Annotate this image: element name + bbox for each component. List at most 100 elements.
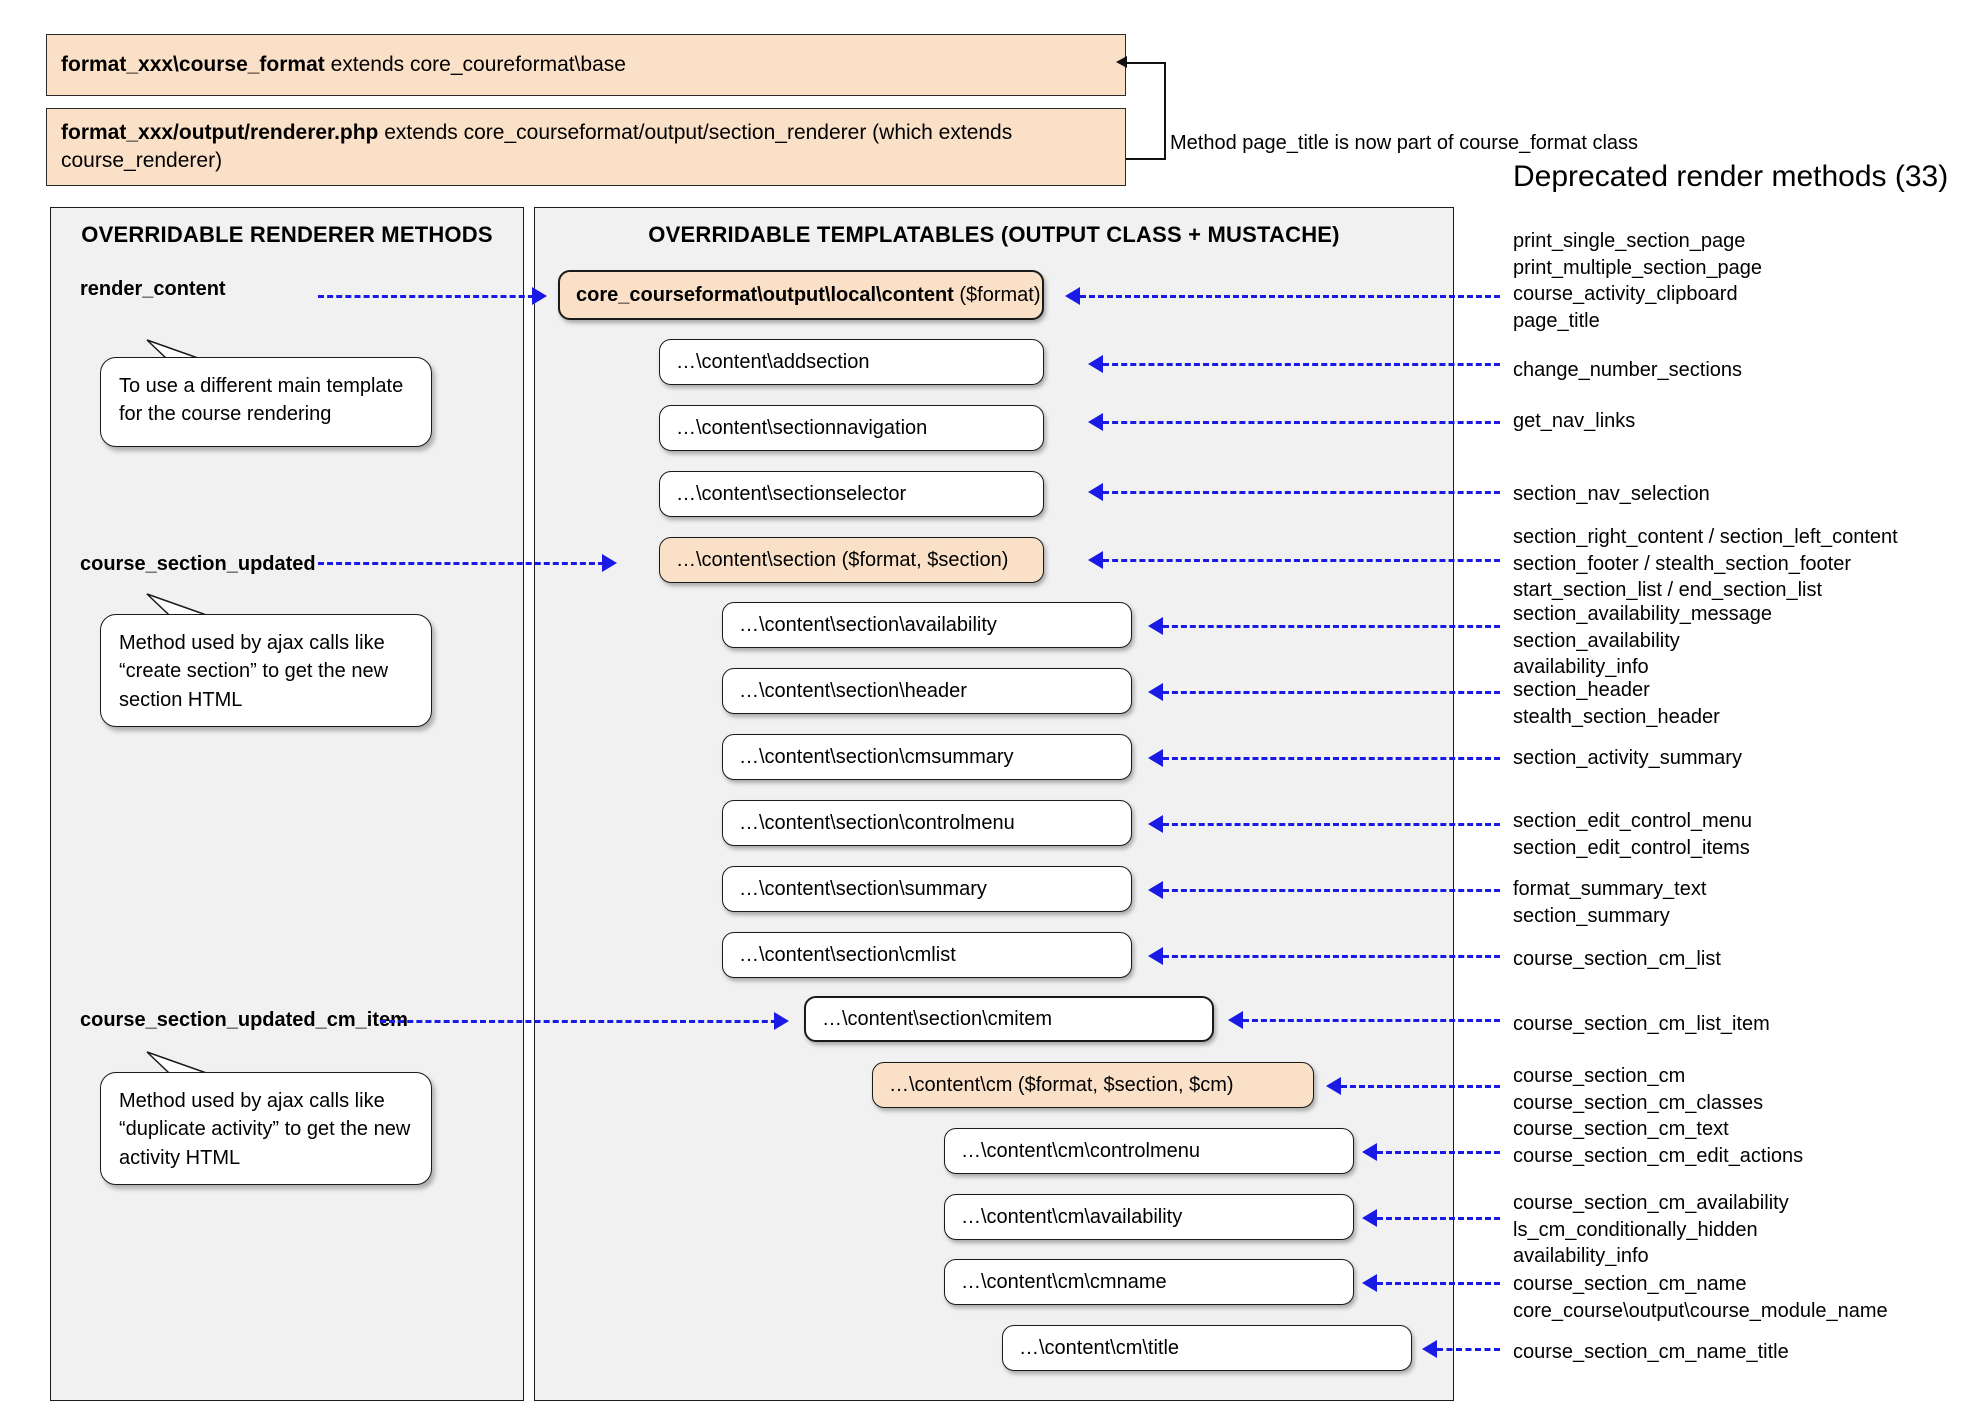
templatable-node-sectionselector[interactable]: …\content\sectionselector <box>659 471 1044 517</box>
deprecated-group-11: course_section_cm_list_item <box>1513 1011 1770 1038</box>
templatable-14-label: …\content\cm\availability <box>961 1205 1183 1228</box>
templatable-5-label: …\content\section\availability <box>739 613 997 636</box>
connector-arrow-cm-icon <box>1326 1077 1341 1095</box>
templatable-node-cm[interactable]: …\content\cm ($format, $section, $cm) <box>872 1062 1314 1108</box>
panel-center-title: OVERRIDABLE TEMPLATABLES (OUTPUT CLASS +… <box>648 222 1340 247</box>
templatable-node-cm-title[interactable]: …\content\cm\title <box>1002 1325 1412 1371</box>
templatable-16-label: …\content\cm\title <box>1019 1336 1180 1359</box>
connector-sectionnavigation <box>1103 421 1500 424</box>
templatable-node-section[interactable]: …\content\section ($format, $section) <box>659 537 1044 583</box>
header-box-1-bold: format_xxx\course_format <box>61 53 325 77</box>
connector-arrow-cm-availability-icon <box>1362 1209 1377 1227</box>
deprecated-group-4: section_right_content / section_left_con… <box>1513 524 1898 604</box>
connector-arrow-content-icon <box>1065 287 1080 305</box>
connector-arrow-section-icon <box>1088 551 1103 569</box>
templatable-node-cm-cmname[interactable]: …\content\cm\cmname <box>944 1259 1354 1305</box>
deprecated-line: format_summary_text <box>1513 878 1707 900</box>
templatable-node-content[interactable]: core_courseformat\output\local\content (… <box>558 270 1044 320</box>
connector-section-availability <box>1163 625 1500 628</box>
connector-arrow-section-cmitem-icon <box>1228 1011 1243 1029</box>
deprecated-line: ls_cm_conditionally_hidden <box>1513 1218 1758 1241</box>
connector-arrow-sectionnavigation-icon <box>1088 413 1103 431</box>
templatable-node-section-controlmenu[interactable]: …\content\section\controlmenu <box>722 800 1132 846</box>
deprecated-line: section_header <box>1513 679 1650 701</box>
deprecated-line: course_section_cm_name <box>1513 1273 1747 1295</box>
connector-cm <box>1341 1085 1500 1088</box>
callout-course-section-updated-cm-item: Method used by ajax calls like “duplicat… <box>100 1072 432 1185</box>
renderer-method-course-section-updated-cm-item[interactable]: course_section_updated_cm_item <box>80 1009 408 1031</box>
deprecated-group-13: course_section_cm_edit_actions <box>1513 1143 1803 1170</box>
templatable-node-section-cmlist[interactable]: …\content\section\cmlist <box>722 932 1132 978</box>
templatable-2-label: …\content\sectionnavigation <box>676 416 928 439</box>
templatable-node-section-cmitem[interactable]: …\content\section\cmitem <box>804 996 1214 1042</box>
templatable-node-section-availability[interactable]: …\content\section\availability <box>722 602 1132 648</box>
templatable-1-label: …\content\addsection <box>676 350 870 373</box>
deprecated-line: section_nav_selection <box>1513 483 1710 505</box>
deprecated-line: change_number_sections <box>1513 359 1743 381</box>
renderer-method-course-section-updated[interactable]: course_section_updated <box>80 553 316 575</box>
templatable-node-section-cmsummary[interactable]: …\content\section\cmsummary <box>722 734 1132 780</box>
connector-arrow-addsection-icon <box>1088 355 1103 373</box>
connector-cm-title <box>1437 1348 1500 1351</box>
deprecated-line: section_edit_control_items <box>1513 836 1750 859</box>
deprecated-line: course_section_cm_list <box>1513 948 1721 970</box>
templatable-4-label: …\content\section ($format, $section) <box>676 548 1009 571</box>
connector-section-cmsummary <box>1163 757 1500 760</box>
connector-course-section-updated-cm-item <box>380 1020 786 1023</box>
connector-cm-controlmenu <box>1377 1151 1500 1154</box>
templatable-7-label: …\content\section\cmsummary <box>739 745 1014 768</box>
header-box-2-rest: extends core_courseformat/output/section… <box>61 121 1013 172</box>
deprecated-line: course_activity_clipboard <box>1513 283 1738 306</box>
deprecated-line: start_section_list / end_section_list <box>1513 579 1823 602</box>
deprecated-line: course_section_cm_availability <box>1513 1192 1789 1214</box>
header-box-2-bold: format_xxx/output/renderer.php <box>61 121 379 144</box>
templatable-6-label: …\content\section\header <box>739 679 967 702</box>
connector-arrow-section-controlmenu-icon <box>1148 815 1163 833</box>
connector-course-section-updated-arrow-icon <box>602 554 617 572</box>
connector-section-summary <box>1163 889 1500 892</box>
templatable-node-section-summary[interactable]: …\content\section\summary <box>722 866 1132 912</box>
connector-section <box>1103 559 1500 562</box>
deprecated-line: stealth_section_header <box>1513 705 1720 728</box>
connector-arrow-sectionselector-icon <box>1088 483 1103 501</box>
deprecated-group-9: format_summary_text section_summary <box>1513 876 1706 929</box>
deprecated-group-12: course_section_cm course_section_cm_clas… <box>1513 1063 1763 1143</box>
deprecated-line: course_section_cm_list_item <box>1513 1013 1770 1035</box>
connector-course-section-updated <box>318 562 613 565</box>
connector-course-section-updated-cm-item-arrow-icon <box>774 1012 789 1030</box>
deprecated-line: course_section_cm <box>1513 1065 1686 1087</box>
panel-left-title: OVERRIDABLE RENDERER METHODS <box>81 222 493 247</box>
connector-section-header <box>1163 691 1500 694</box>
connector-cm-availability <box>1377 1217 1500 1220</box>
deprecated-group-8: section_edit_control_menu section_edit_c… <box>1513 808 1752 861</box>
header-box-renderer-php: format_xxx/output/renderer.php extends c… <box>46 108 1126 186</box>
header-note: Method page_title is now part of course_… <box>1170 132 1639 154</box>
deprecated-group-1: change_number_sections <box>1513 357 1742 384</box>
deprecated-group-3: section_nav_selection <box>1513 481 1710 508</box>
deprecated-line: section_edit_control_menu <box>1513 810 1753 832</box>
connector-render-content <box>318 295 543 298</box>
deprecated-group-0: print_single_section_page print_multiple… <box>1513 228 1762 334</box>
deprecated-line: page_title <box>1513 309 1600 332</box>
deprecated-line: section_summary <box>1513 904 1670 927</box>
header-box-course-format: format_xxx\course_format extends core_co… <box>46 34 1126 96</box>
templatable-0-rest: ($format) <box>953 283 1041 306</box>
renderer-method-render-content[interactable]: render_content <box>80 278 226 300</box>
callout-course-section-updated-cm-item-text: Method used by ajax calls like “duplicat… <box>119 1090 411 1169</box>
connector-arrow-section-header-icon <box>1148 683 1163 701</box>
templatable-node-cm-availability[interactable]: …\content\cm\availability <box>944 1194 1354 1240</box>
deprecated-line: print_multiple_section_page <box>1513 256 1763 279</box>
templatable-10-label: …\content\section\cmlist <box>739 943 956 966</box>
connector-content <box>1080 295 1500 298</box>
templatable-node-sectionnavigation[interactable]: …\content\sectionnavigation <box>659 405 1044 451</box>
templatable-8-label: …\content\section\controlmenu <box>739 811 1015 834</box>
deprecated-line: section_availability <box>1513 629 1680 652</box>
templatable-node-addsection[interactable]: …\content\addsection <box>659 339 1044 385</box>
deprecated-line: core_course\output\course_module_name <box>1513 1299 1888 1322</box>
deprecated-line: course_section_cm_text <box>1513 1118 1729 1141</box>
templatable-0-bold: core_courseformat\output\local\content <box>576 283 954 306</box>
deprecated-line: course_section_cm_classes <box>1513 1091 1764 1114</box>
templatable-node-section-header[interactable]: …\content\section\header <box>722 668 1132 714</box>
connector-arrow-cm-cmname-icon <box>1362 1274 1377 1292</box>
templatable-node-cm-controlmenu[interactable]: …\content\cm\controlmenu <box>944 1128 1354 1174</box>
